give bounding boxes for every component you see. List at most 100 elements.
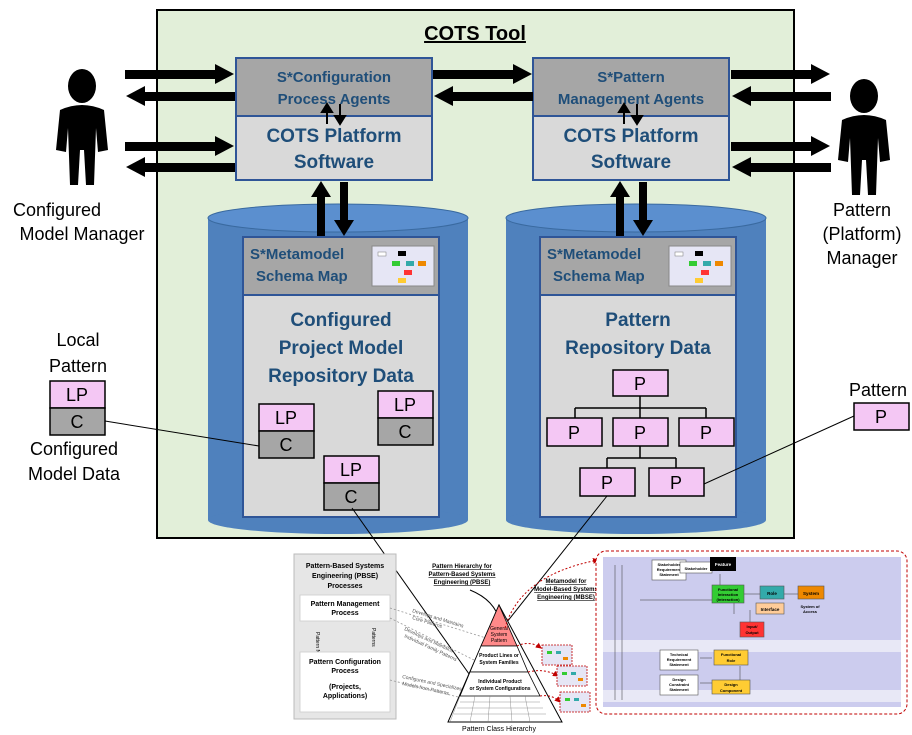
- lp-c-unit-1: LP C: [258, 403, 315, 459]
- svg-text:Output: Output: [745, 630, 759, 635]
- svg-text:Engineering (MBSE): Engineering (MBSE): [537, 595, 595, 601]
- legend-lp-c-unit: LP C: [49, 380, 106, 436]
- p-node-l1-b: P: [612, 417, 669, 447]
- config-agents-line2: Process Agents: [278, 91, 391, 108]
- svg-text:Component: Component: [720, 688, 743, 693]
- lp-c-unit-3: LP C: [323, 455, 380, 511]
- svg-text:Patterns: Patterns: [370, 628, 376, 647]
- svg-text:Pattern: Pattern: [491, 638, 507, 644]
- svg-text:LP: LP: [66, 385, 88, 405]
- svg-text:Pattern Configuration: Pattern Configuration: [309, 659, 381, 666]
- svg-text:Pattern-Based Systems: Pattern-Based Systems: [428, 572, 496, 578]
- svg-text:Individual Product: Individual Product: [478, 679, 522, 685]
- left-actor-icon: [56, 69, 108, 185]
- left-schema-line2: Schema Map: [256, 268, 348, 285]
- svg-text:Model-Based Systems: Model-Based Systems: [534, 587, 598, 593]
- svg-text:Interaction: Interaction: [718, 592, 739, 597]
- svg-text:Role: Role: [727, 658, 736, 663]
- svg-text:P: P: [601, 473, 613, 493]
- svg-text:Interface: Interface: [761, 607, 780, 612]
- p-node-l2-a: P: [579, 467, 636, 497]
- pyramid-thumbnails: [541, 644, 591, 713]
- svg-text:Functional: Functional: [721, 652, 741, 657]
- svg-text:or System Configurations: or System Configurations: [469, 686, 530, 692]
- svg-text:C: C: [345, 487, 358, 507]
- svg-text:Process: Process: [331, 668, 358, 675]
- left-data-line1: Configured: [290, 310, 391, 331]
- svg-text:Technical: Technical: [670, 652, 688, 657]
- svg-text:System: System: [491, 632, 508, 638]
- pbse-note-labels: Develops and Maintains Core Patterns Dev…: [402, 608, 465, 697]
- right-platform-line1: COTS Platform: [563, 126, 698, 147]
- lp-c-unit-2: LP C: [377, 390, 434, 446]
- svg-text:Engineering (PBSE): Engineering (PBSE): [312, 573, 378, 580]
- right-schema-thumbnail: [668, 245, 732, 287]
- pattern-agents-box: [532, 57, 730, 117]
- svg-text:Stakeholder: Stakeholder: [658, 562, 681, 567]
- vertical-arrows-left: [311, 181, 354, 237]
- legend-p-connector: [703, 415, 855, 485]
- legend-p-unit: P: [853, 402, 910, 431]
- svg-text:LP: LP: [394, 395, 416, 415]
- svg-text:General: General: [490, 626, 508, 632]
- pattern-agents-line2: Management Agents: [558, 91, 704, 108]
- svg-text:(Projects,: (Projects,: [329, 684, 361, 691]
- legend-cmd-line1: Configured: [30, 439, 118, 459]
- right-schema-line1: S*Metamodel: [547, 246, 641, 263]
- p-to-pyramid-line: [498, 495, 608, 633]
- left-actor-line2: Model Manager: [19, 224, 144, 244]
- pbse-panel: Pattern-Based Systems Engineering (PBSE)…: [293, 553, 397, 720]
- right-actor-line2: (Platform): [822, 224, 901, 244]
- svg-text:Design: Design: [672, 677, 686, 682]
- legend-pattern-label: Pattern: [849, 380, 907, 400]
- svg-text:Pattern Needs: Pattern Needs: [314, 632, 320, 664]
- p-node-l2-b: P: [648, 467, 705, 497]
- left-internal-arrows: [320, 102, 347, 126]
- svg-text:P: P: [568, 423, 580, 443]
- svg-text:P: P: [634, 374, 646, 394]
- legend-local-line2: Pattern: [49, 356, 107, 376]
- svg-text:Metamodel for: Metamodel for: [545, 579, 587, 585]
- svg-text:System: System: [803, 591, 819, 596]
- svg-text:LP: LP: [340, 460, 362, 480]
- svg-text:C: C: [399, 422, 412, 442]
- right-platform-line2: Software: [591, 152, 671, 173]
- svg-text:C: C: [71, 412, 84, 432]
- left-data-line2: Project Model: [279, 338, 404, 359]
- legend-local-line1: Local: [56, 330, 99, 350]
- svg-text:Pattern Class Hierarchy: Pattern Class Hierarchy: [462, 726, 536, 733]
- red-dotted-links: [504, 557, 599, 703]
- p-node-l1-a: P: [546, 417, 603, 447]
- svg-text:P: P: [700, 423, 712, 443]
- svg-text:Applications): Applications): [323, 693, 367, 700]
- pattern-pyramid: General System Pattern Product Lines or …: [447, 603, 563, 733]
- left-data-line3: Repository Data: [268, 366, 414, 387]
- right-schema-line2: Schema Map: [553, 268, 645, 285]
- legend-lp-connector: [104, 420, 260, 447]
- svg-text:Access: Access: [803, 609, 818, 614]
- svg-text:Statement: Statement: [659, 572, 679, 577]
- svg-text:Pattern Hierarchy for: Pattern Hierarchy for: [432, 564, 492, 570]
- pbse-dotted-links: [389, 607, 487, 701]
- config-agents-line1: S*Configuration: [277, 69, 391, 86]
- svg-text:Product Lines or: Product Lines or: [479, 653, 519, 659]
- svg-text:Processes: Processes: [327, 583, 362, 590]
- svg-text:Input/: Input/: [747, 624, 759, 629]
- metamodel-diagram: Stakeholder Requirement Statement Stakeh…: [595, 550, 908, 715]
- right-internal-arrows: [617, 102, 644, 126]
- left-schema-thumbnail: [371, 245, 435, 287]
- svg-text:Statement: Statement: [669, 687, 689, 692]
- svg-text:Process: Process: [331, 610, 358, 617]
- svg-text:Design: Design: [724, 682, 738, 687]
- hierarchy-label: Pattern Hierarchy for Pattern-Based Syst…: [428, 564, 502, 623]
- p-tree-connectors: [574, 396, 707, 468]
- svg-text:P: P: [670, 473, 682, 493]
- svg-text:Role: Role: [767, 591, 777, 596]
- config-agents-box: [235, 57, 433, 117]
- svg-text:P: P: [634, 423, 646, 443]
- svg-text:Statement: Statement: [669, 662, 689, 667]
- svg-text:System of: System of: [800, 604, 820, 609]
- right-actor-line1: Pattern: [833, 200, 891, 220]
- svg-text:(Interaction): (Interaction): [716, 597, 740, 602]
- left-actor-line1: Configured: [13, 200, 101, 220]
